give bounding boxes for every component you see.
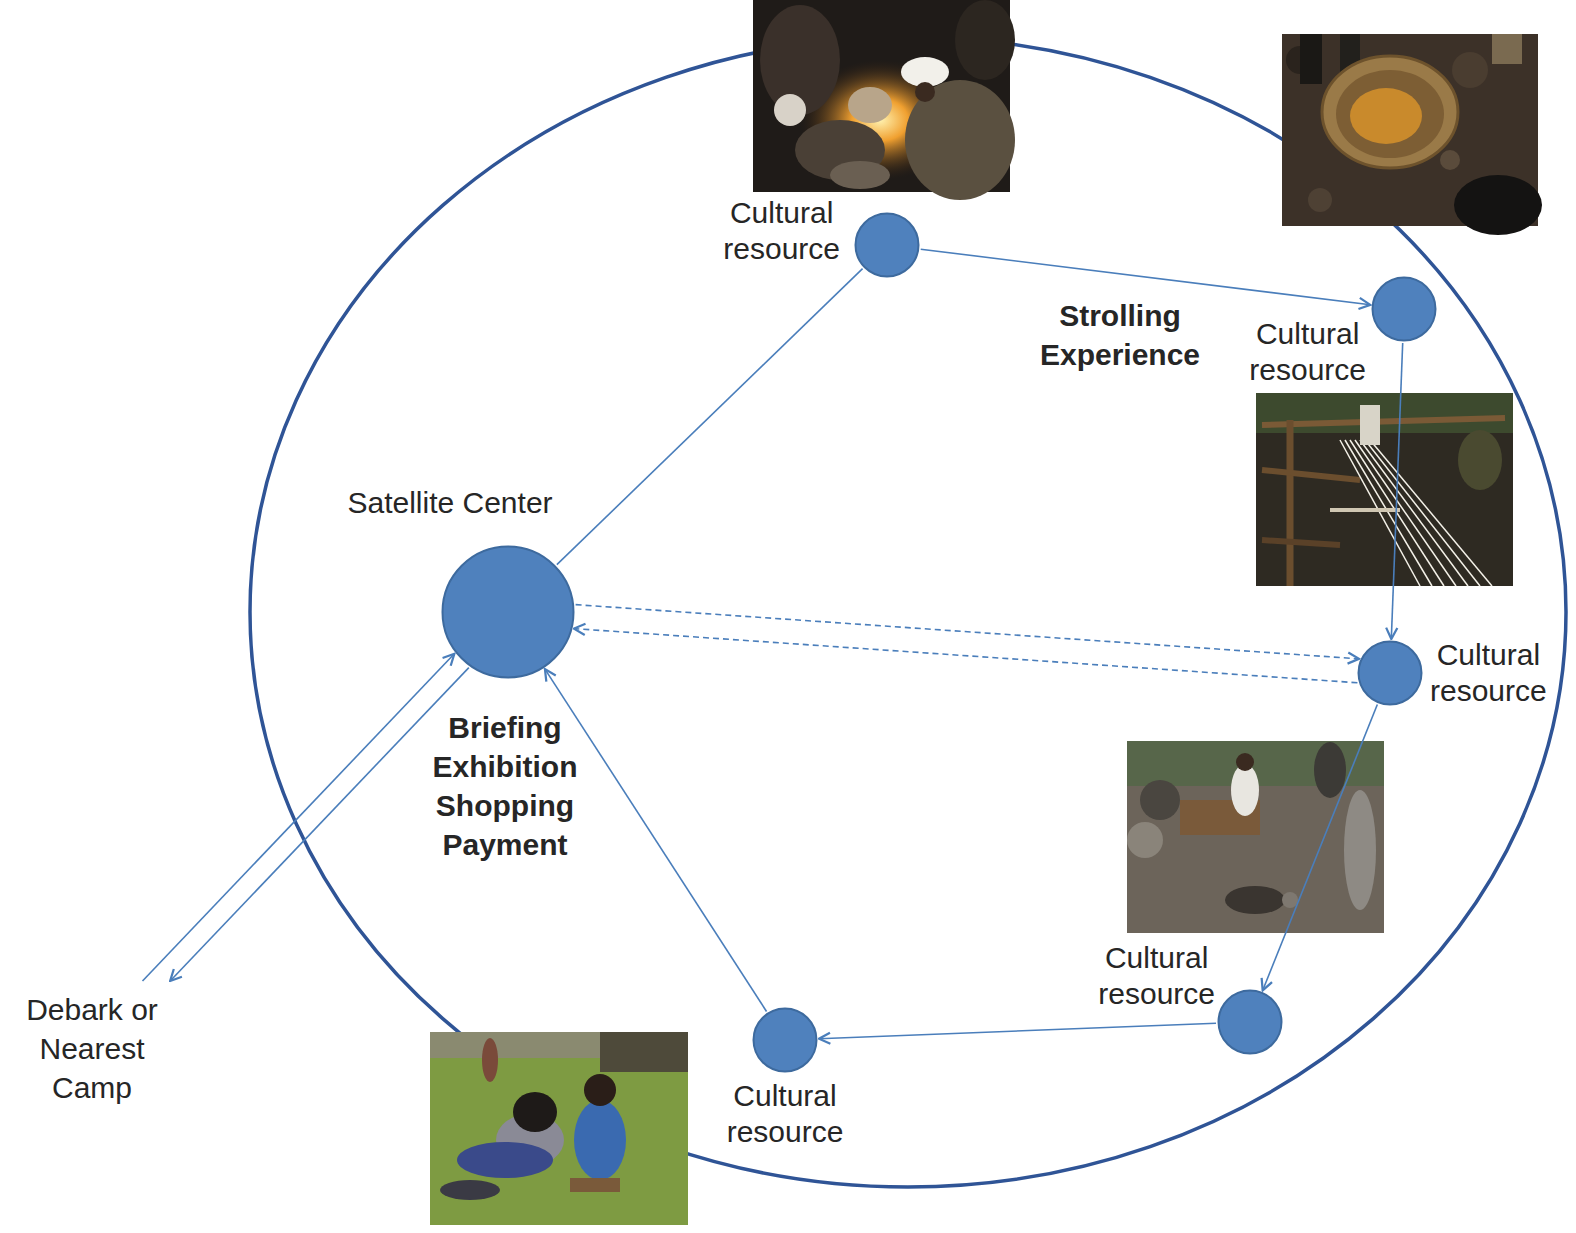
photo-craft-workshop	[1127, 741, 1384, 933]
node-circle	[1373, 278, 1436, 341]
node-circle	[856, 214, 919, 277]
node-circle	[1219, 991, 1282, 1054]
node-label: Briefing Exhibition Shopping Payment	[433, 708, 578, 864]
satellite-center-circle: Satellite CenterBriefing Exhibition Shop…	[441, 545, 575, 679]
cultural-resource-circle: Cultural resource	[1357, 640, 1423, 706]
connector	[1263, 705, 1378, 991]
node-circle	[754, 1009, 817, 1072]
node-circle-outline	[752, 1007, 818, 1073]
node-circle-outline	[854, 212, 920, 278]
node-label: Cultural resource	[723, 195, 840, 267]
photo-loom	[1256, 393, 1513, 586]
node-label: Cultural resource	[727, 1078, 844, 1150]
endpoint-label-box: Debark or Nearest Camp	[14, 986, 170, 1111]
node-label: Cultural resource	[1430, 637, 1547, 709]
connector	[170, 668, 469, 981]
dashed-connector	[576, 605, 1359, 659]
node-circle	[1359, 642, 1422, 705]
node-label: Cultural resource	[1098, 940, 1215, 1012]
cultural-resource-circle: Cultural resource	[752, 1007, 818, 1073]
node-circle-outline	[441, 545, 575, 679]
cultural-resource-circle: Cultural resource	[1217, 989, 1283, 1055]
node-label: Satellite Center	[347, 485, 552, 521]
photo-basket	[1282, 34, 1542, 235]
node-circle-outline	[1217, 989, 1283, 1055]
photo-fire-ceremony	[753, 0, 1015, 200]
connector	[819, 1023, 1216, 1038]
connector	[1391, 343, 1402, 639]
connector	[143, 654, 455, 981]
photo-hair-braiding	[430, 1032, 688, 1225]
node-label: Debark or Nearest Camp	[14, 990, 170, 1107]
node-circle-outline	[1371, 276, 1437, 342]
connector	[557, 269, 863, 565]
dashed-connector	[574, 629, 1357, 683]
edge-label: Strolling Experience	[1037, 296, 1203, 374]
cultural-resource-circle: Cultural resource	[1371, 276, 1437, 342]
node-label: Cultural resource	[1249, 316, 1366, 388]
connector	[545, 669, 767, 1011]
node-circle	[443, 547, 574, 678]
node-circle-outline	[1357, 640, 1423, 706]
cultural-resource-circle: Cultural resource	[854, 212, 920, 278]
